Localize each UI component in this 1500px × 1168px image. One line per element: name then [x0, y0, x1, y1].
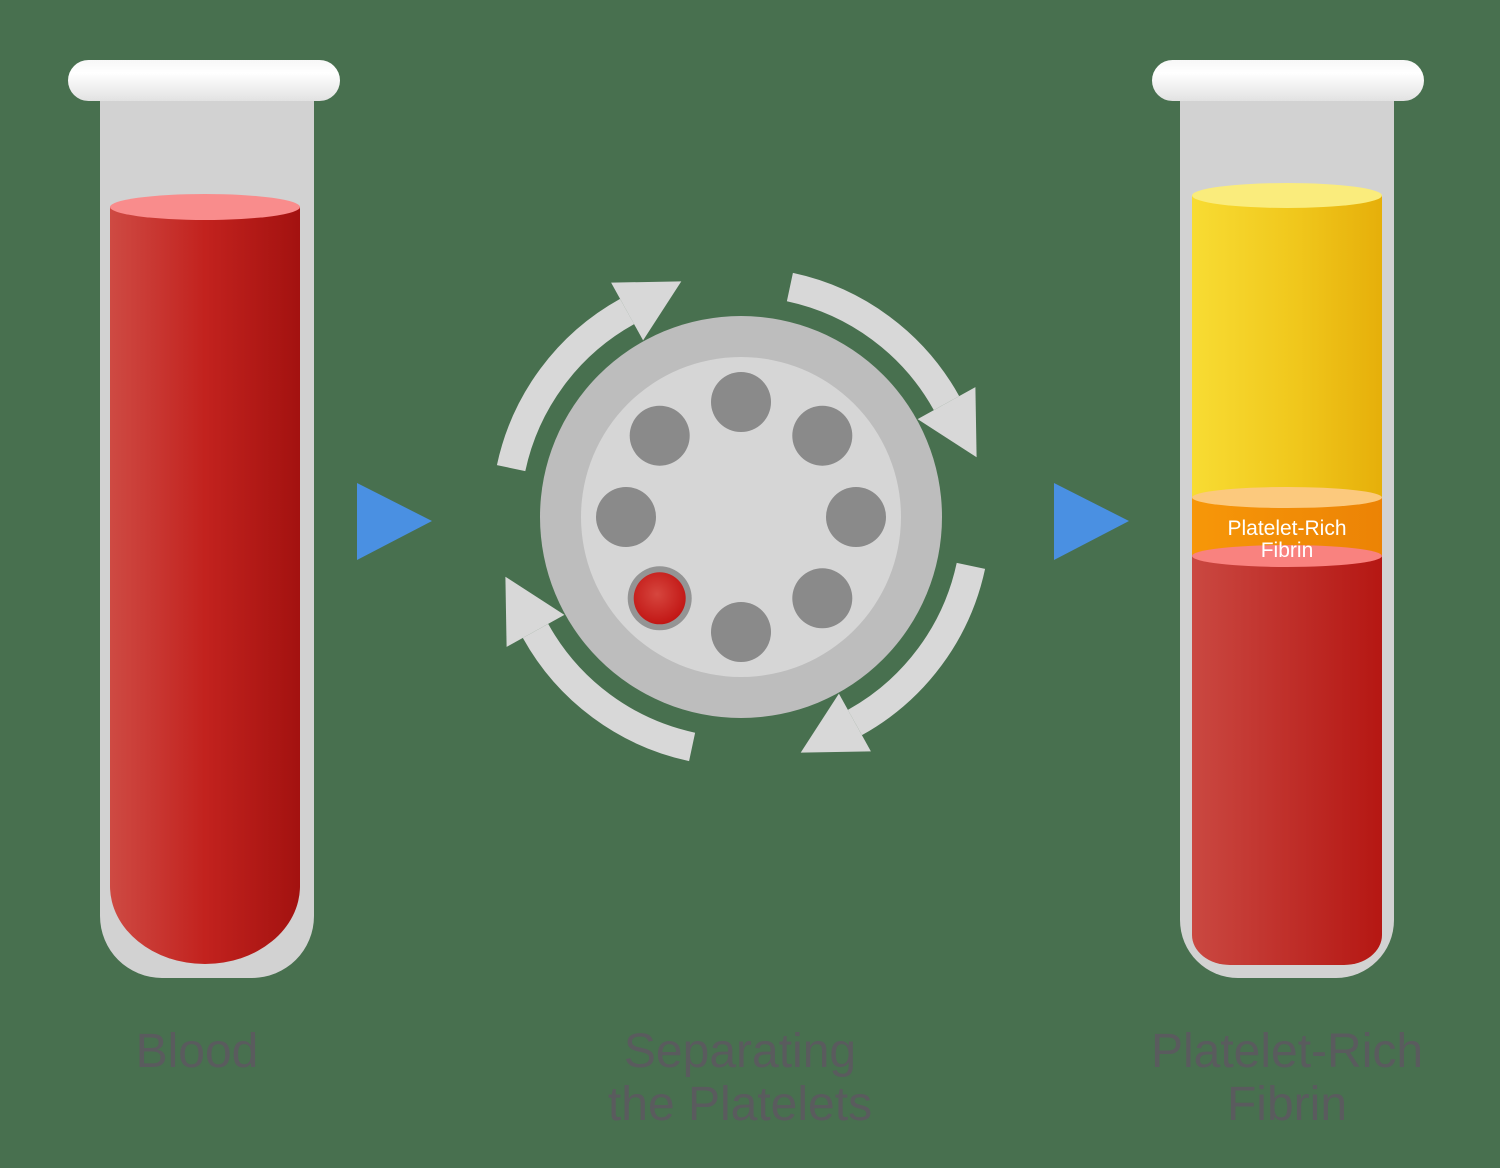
blood-tube-cap [68, 60, 340, 101]
flow-arrow-right-icon [1054, 483, 1129, 560]
blood-fill [110, 207, 300, 964]
rotor-slot [792, 405, 853, 466]
rbc-surface-ellipse [1192, 545, 1382, 567]
blood-surface-ellipse [110, 194, 300, 220]
blood-label: Blood [40, 1025, 354, 1078]
centrifuge-label-line1: Separating [623, 1025, 857, 1078]
plasma-layer [1192, 195, 1382, 498]
rotor-slots [596, 372, 886, 662]
rbc-layer [1192, 555, 1382, 965]
rotor-slot [711, 372, 771, 432]
prf-surface-ellipse [1192, 487, 1382, 508]
prf-label-line1: Platelet-Rich [1150, 1025, 1424, 1078]
rotor-slot [792, 568, 853, 629]
rotor-slot [826, 487, 886, 547]
rotation-arrow-icon [800, 562, 986, 753]
prf-layer-label-line1: Platelet-Rich [1227, 517, 1347, 540]
sample-tube-icon [633, 572, 686, 625]
centrifuge-label: Separating the Platelets [540, 1025, 940, 1131]
rotor-slot [596, 487, 656, 547]
rotor-slot [629, 405, 690, 466]
flow-arrow-left-icon [357, 483, 432, 560]
centrifuge-label-line2: the Platelets [607, 1078, 873, 1131]
blood-label-line1: Blood [135, 1025, 259, 1078]
prf-layer-label-line2: Fibrin [1260, 539, 1314, 562]
prf-layer-label: Platelet-Rich Fibrin [1192, 518, 1382, 562]
rotation-arrow-icon [505, 576, 696, 762]
prf-label-line2: Fibrin [1226, 1078, 1348, 1131]
rotation-arrow-icon [496, 281, 682, 472]
rotation-arrows [496, 272, 986, 762]
plasma-surface-ellipse [1192, 183, 1382, 208]
centrifuge-icon [496, 272, 986, 762]
prf-tube-cap [1152, 60, 1424, 101]
rotor-slot [711, 602, 771, 662]
prf-label: Platelet-Rich Fibrin [1087, 1025, 1487, 1131]
rotation-arrow-icon [786, 272, 977, 458]
